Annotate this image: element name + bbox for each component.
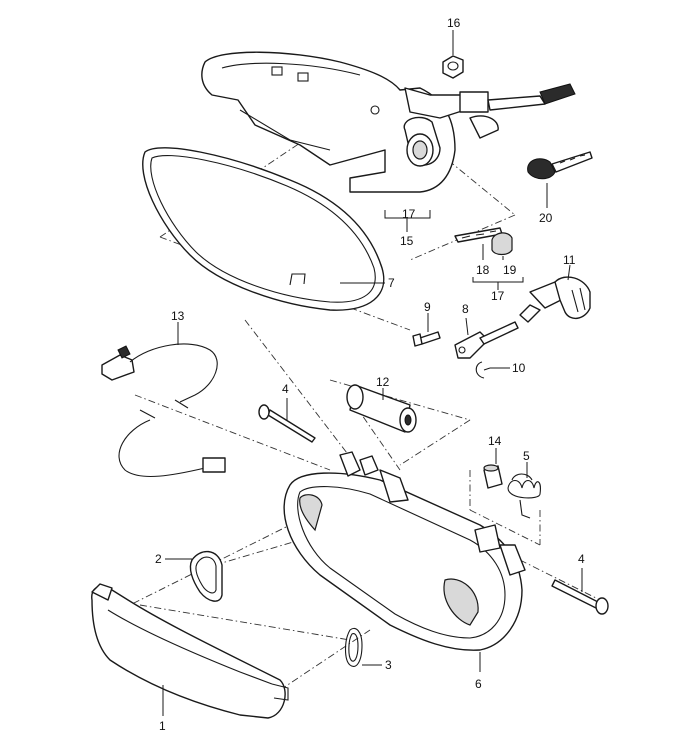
nut-part-16: 16 [442, 16, 464, 79]
callout-10: 10 [512, 361, 526, 375]
lever-part-8: 8 [454, 302, 519, 359]
callout-3: 3 [385, 658, 392, 672]
clip-part-10: 10 [475, 361, 526, 379]
gasket-part-3: 3 [344, 627, 392, 672]
callout-13: 13 [171, 309, 185, 323]
callout-11: 11 [563, 253, 576, 267]
cable-part-13: 13 [101, 309, 226, 478]
cap-part-19 [491, 232, 513, 256]
callout-12: 12 [376, 375, 390, 389]
pin-part-4-lower: 4 [551, 552, 609, 615]
callout-5: 5 [523, 449, 530, 463]
lock-housing-bracket [201, 51, 576, 193]
gasket-part-7: 7 [142, 147, 395, 311]
key-part-20: 20 [527, 151, 593, 225]
callout-7: 7 [388, 276, 395, 290]
spring-part-5: 5 [507, 449, 541, 519]
callout-16: 16 [447, 16, 461, 30]
handle-housing-part-6: 6 [283, 451, 526, 691]
seal-part-2: 2 [155, 550, 223, 602]
callout-2: 2 [155, 552, 162, 566]
callout-group-15-17: 17 15 [384, 207, 431, 248]
callout-18: 18 [476, 263, 490, 277]
bolt-part-9: 9 [412, 300, 441, 347]
callout-4-lower: 4 [578, 552, 585, 566]
callout-19: 19 [503, 263, 517, 277]
callout-9: 9 [424, 300, 431, 314]
callout-1: 1 [159, 719, 166, 733]
callout-4-upper: 4 [282, 382, 289, 396]
bushing-part-14: 14 [483, 434, 503, 489]
connector-part-11: 11 [519, 253, 591, 323]
callout-17-top: 17 [402, 207, 416, 221]
callout-15: 15 [400, 234, 414, 248]
callout-8: 8 [462, 302, 469, 316]
callout-20: 20 [539, 211, 553, 225]
callout-14: 14 [488, 434, 502, 448]
callout-group-18-19: 18 19 17 [472, 244, 524, 303]
callout-6: 6 [475, 677, 482, 691]
callout-17-bottom: 17 [491, 289, 505, 303]
insert-part-12: 12 [346, 375, 417, 433]
handle-grip-part-1: 1 [91, 583, 289, 733]
assembly-lines [119, 95, 601, 691]
pin-part-4-upper: 4 [258, 382, 316, 443]
